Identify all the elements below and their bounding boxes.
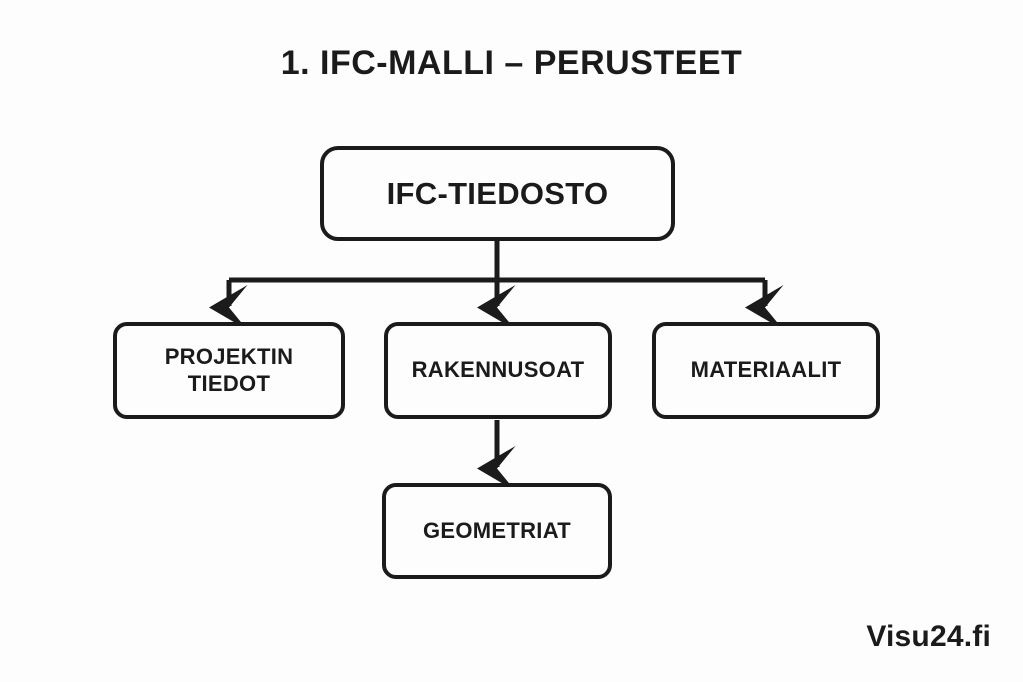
node-label: GEOMETRIAT [422,517,572,543]
watermark-visu24: Visu24.fi [866,620,991,653]
page-title: 1. IFC-MALLI – PERUSTEET [280,44,743,82]
node-label: IFC-TIEDOSTO [386,175,609,211]
node-label: RAKENNUSOAT [411,357,585,383]
node-ifc-tiedosto[interactable]: IFC-TIEDOSTO [320,146,675,241]
node-label: PROJEKTIN TIEDOT [164,343,294,396]
node-projektin-tiedot[interactable]: PROJEKTIN TIEDOT [113,322,345,419]
node-rakennusoat[interactable]: RAKENNUSOAT [384,322,612,419]
node-geometriat[interactable]: GEOMETRIAT [382,483,612,579]
node-label: MATERIAALIT [690,357,842,383]
node-materiaalit[interactable]: MATERIAALIT [652,322,880,419]
